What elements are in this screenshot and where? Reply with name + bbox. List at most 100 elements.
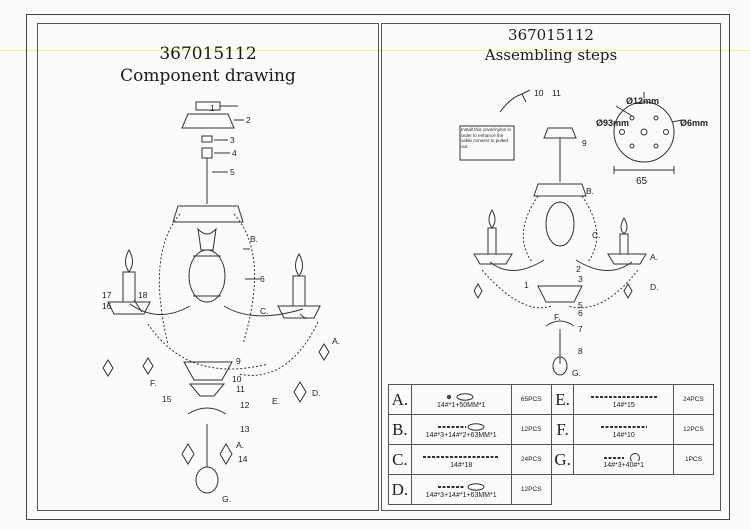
hook-tool	[499, 89, 531, 113]
part-spec: 14#*18	[410, 444, 512, 475]
left-label-6: 6	[260, 274, 265, 284]
lower-bowl	[183, 361, 233, 381]
right-label-B: B.	[586, 186, 594, 196]
part-spec: 14#*15	[573, 384, 674, 415]
canopy-screw-diameter: Ø6mm	[680, 118, 708, 128]
crystal-strand-icon	[447, 392, 474, 401]
scan-artifact-line	[0, 50, 750, 51]
left-label-D: D.	[312, 388, 321, 398]
right-label-10: 10	[534, 88, 544, 98]
left-label-12: 12	[240, 400, 250, 410]
instruction-sheet: 367015112 Component drawing	[26, 14, 730, 520]
right-label-5: 5	[578, 300, 583, 310]
canopy-hole-spacing: 65	[636, 176, 648, 187]
assembly-diagram: 10 11 Ø12mm Ø93mm Ø6mm 65 Install this c…	[459, 88, 708, 378]
part-letter: G.	[550, 444, 575, 475]
part-qty: 24PCS	[510, 444, 552, 475]
part-spec: 14#*3+14#*1+63MM*1	[410, 474, 512, 505]
left-label-3: 3	[230, 135, 235, 145]
crystal-strand-icon	[438, 482, 485, 491]
right-label-D: D.	[650, 282, 659, 292]
part-letter: A.	[388, 384, 412, 415]
assembly-column	[545, 201, 575, 247]
parts-row: A. 14#*1+50MM*1 65PCS E. 14#*15 24PCS	[388, 384, 715, 415]
right-label-8: 8	[578, 346, 583, 356]
part-letter: D.	[388, 474, 412, 505]
left-label-5: 5	[230, 167, 235, 177]
part-qty: 12PCS	[510, 414, 552, 445]
bottom-crown	[187, 407, 227, 415]
left-label-18: 18	[138, 290, 148, 300]
part-letter: B.	[388, 414, 412, 445]
crystal-strand-icon	[438, 422, 485, 431]
part-qty: 24PCS	[672, 384, 715, 415]
part-letter: C.	[388, 444, 412, 475]
bead-chain-icon	[600, 425, 647, 428]
assembling-steps-panel: 367015112 Assembling steps	[381, 23, 721, 511]
parts-table: A. 14#*1+50MM*1 65PCS E. 14#*15 24PCS B.	[388, 384, 715, 505]
canopy-part	[181, 113, 235, 129]
left-label-A-bottom: A.	[236, 440, 244, 450]
right-label-2: 2	[576, 264, 581, 274]
part-spec: 14#*3+40#*1	[573, 444, 674, 475]
bead-chain-icon	[423, 455, 500, 458]
empty-cell	[551, 475, 713, 505]
part-letter: F.	[550, 414, 575, 445]
assembly-pendant	[552, 356, 568, 376]
canopy-top-view	[613, 101, 675, 163]
left-label-16: 16	[102, 301, 112, 311]
left-label-11: 11	[236, 384, 245, 394]
left-label-E: E.	[272, 396, 280, 406]
part-letter: E.	[550, 384, 575, 415]
right-label-A: A.	[650, 252, 658, 262]
left-label-2: 2	[246, 115, 251, 125]
part-spec: 14#*3+14#*2+63MM*1	[410, 414, 512, 445]
part-qty: 12PCS	[510, 474, 552, 505]
left-label-14: 14	[238, 454, 248, 464]
right-label-11: 11	[552, 88, 561, 98]
left-panel-title: Component drawing	[120, 66, 296, 86]
right-label-1: 1	[524, 280, 529, 290]
central-column	[188, 249, 226, 303]
parts-row: D. 14#*3+14#*1+63MM*1 12PCS	[388, 474, 714, 505]
part-qty: 12PCS	[672, 414, 715, 445]
left-label-17: 17	[102, 290, 112, 300]
component-drawing-panel: 367015112 Component drawing	[37, 23, 379, 511]
left-label-C: C.	[260, 306, 269, 316]
left-label-15: 15	[162, 394, 172, 404]
left-label-9: 9	[236, 356, 241, 366]
left-label-1: 1	[210, 103, 215, 113]
left-arm	[129, 303, 191, 315]
canopy-hole-diameter: Ø12mm	[626, 96, 659, 106]
left-product-code: 367015112	[159, 44, 257, 64]
bead-chain-icon	[590, 395, 657, 398]
right-bobeche	[277, 305, 321, 319]
left-label-13: 13	[240, 424, 250, 434]
right-label-F: F.	[554, 312, 561, 322]
crown-part	[172, 205, 244, 223]
left-label-4: 4	[232, 148, 237, 158]
left-label-B: B.	[250, 234, 258, 244]
canopy-plate-diameter: Ø93mm	[596, 118, 629, 128]
right-arm	[223, 305, 304, 317]
left-label-G: G.	[222, 494, 231, 504]
right-label-6: 6	[578, 308, 583, 318]
left-bobeche	[107, 301, 151, 315]
right-label-C: C.	[592, 230, 601, 240]
right-label-7: 7	[578, 324, 583, 334]
install-note-box	[459, 125, 515, 161]
pendant-strand-icon	[603, 452, 640, 461]
chandelier-component-diagram: 1 2 3 4 5 B. 6 C. 18 17 16 A. 9 F. 10 11…	[102, 101, 340, 504]
right-candle	[292, 275, 306, 307]
right-product-code: 367015112	[508, 26, 594, 44]
install-note-text: Install this cover/nylon in order to enh…	[461, 127, 512, 149]
part-qty: 1PCS	[672, 444, 715, 475]
parts-row: B. 14#*3+14#*2+63MM*1 12PCS F. 14#*10 12…	[388, 414, 715, 445]
hook-part	[195, 101, 221, 111]
part-qty: 65PCS	[510, 384, 552, 415]
right-label-9: 9	[582, 138, 587, 148]
parts-row: C. 14#*18 24PCS G. 14#*3+40#*1 1PCS	[388, 444, 715, 475]
part-spec: 14#*10	[573, 414, 674, 445]
right-label-G: G.	[572, 368, 581, 378]
left-label-F: F.	[150, 378, 157, 388]
